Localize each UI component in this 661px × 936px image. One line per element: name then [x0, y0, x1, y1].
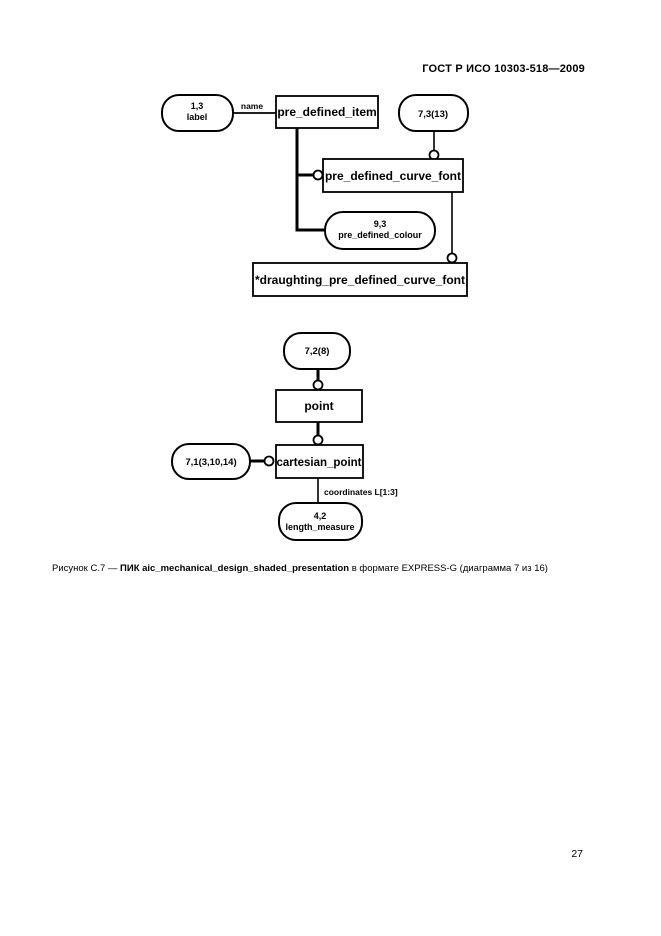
edge-label-coordinates: coordinates L[1:3] — [324, 487, 398, 497]
oval-length-measure-ref: 4,2 — [314, 511, 327, 521]
subtype-circle-cartesian-point — [312, 434, 324, 446]
oval-label-name: label — [187, 112, 208, 122]
oval-label-ref: 1,3 — [191, 101, 204, 111]
diagram-point: 7,2(8) point 7,1(3,10,14) cartesian_poin… — [171, 332, 398, 541]
subtype-circle-draughting — [446, 252, 458, 264]
entity-box-pre-defined-curve-font — [322, 158, 464, 193]
entity-box-draughting-pre-defined-curve-font — [252, 262, 468, 297]
diagram-pre-defined-item: name 1,3 label pre_defined_item 7,3(13) … — [161, 94, 469, 297]
entity-label-cartesian-point: cartesian_point — [277, 457, 362, 469]
standard-reference-header: ГОСТ Р ИСО 10303-518—2009 — [422, 63, 585, 75]
figure-caption: Рисунок С.7 — ПИК aic_mechanical_design_… — [52, 562, 612, 575]
subtype-circle-point — [312, 379, 324, 391]
oval-pre-defined-colour-ref: 9,3 — [374, 219, 387, 229]
oval-length-measure — [278, 502, 363, 541]
subtype-circle-curve-font — [312, 169, 324, 181]
page-number: 27 — [571, 848, 583, 860]
entity-box-pre-defined-item — [275, 95, 379, 129]
oval-page-ref-7-3-label: 7,3(13) — [418, 109, 448, 120]
edge-label-name: name — [241, 101, 263, 111]
entity-label-pre-defined-item: pre_defined_item — [277, 105, 376, 119]
figure-caption-aic-name: ПИК aic_mechanical_design_shaded_present… — [120, 563, 350, 574]
entity-label-pre-defined-curve-font: pre_defined_curve_font — [325, 169, 461, 183]
oval-label-type — [161, 94, 234, 132]
oval-page-ref-7-2-label: 7,2(8) — [305, 346, 330, 357]
figure-caption-suffix: в формате EXPRESS-G (диаграмма 7 из 16) — [349, 563, 548, 574]
subtype-circle-left-cartesian — [263, 455, 275, 467]
entity-label-point: point — [304, 399, 333, 413]
figure-caption-prefix: Рисунок С.7 — — [52, 563, 121, 574]
oval-pre-defined-colour — [324, 211, 436, 250]
entity-label-draughting-pre-defined-curve-font: *draughting_pre_defined_curve_font — [255, 273, 465, 287]
oval-page-ref-7-1-label: 7,1(3,10,14) — [185, 457, 236, 468]
oval-length-measure-name: length_measure — [285, 522, 354, 532]
entity-box-cartesian-point — [275, 444, 364, 479]
oval-pre-defined-colour-name: pre_defined_colour — [338, 230, 422, 240]
